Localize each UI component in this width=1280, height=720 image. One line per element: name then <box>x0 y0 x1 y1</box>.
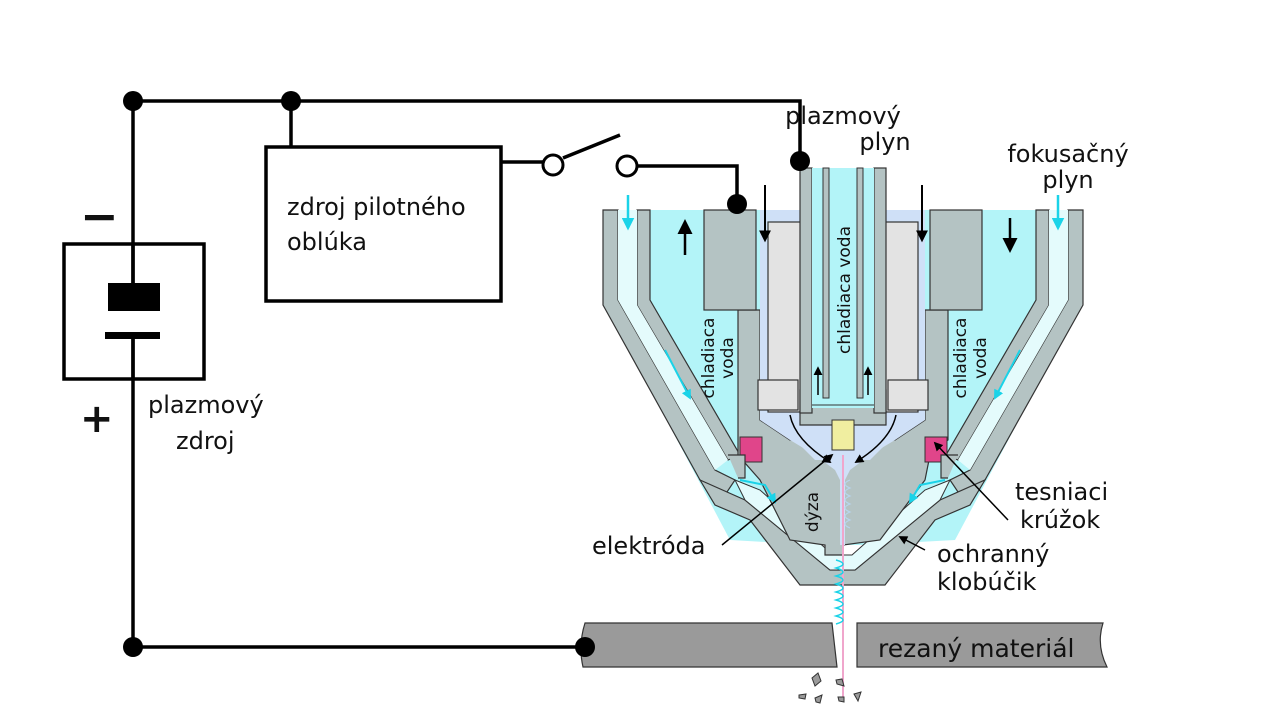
plus-sign: + <box>80 396 114 442</box>
pilot-source-label-2: oblúka <box>287 228 367 256</box>
switch-contact-left <box>541 153 565 177</box>
seal-ring-label-2: krúžok <box>1020 506 1100 534</box>
seal-ring-label-1: tesniaci <box>1015 478 1108 506</box>
torch-body <box>602 167 1084 700</box>
cooling-water-right-label-2: voda <box>971 337 991 379</box>
power-source-label-2: zdroj <box>176 427 235 455</box>
power-source-label-1: plazmový <box>148 391 264 419</box>
focus-gas-label-2: plyn <box>1042 166 1093 194</box>
cooling-water-right-label-1: chladiaca <box>951 318 971 399</box>
electrode-tip <box>831 419 855 451</box>
cooling-water-left-label-1: chladiaca <box>699 318 719 399</box>
battery-positive-plate <box>105 332 160 339</box>
workpiece-left <box>580 622 838 668</box>
pilot-source-label-1: zdroj pilotného <box>287 193 466 221</box>
wire-to-nozzle <box>638 164 739 204</box>
junction-dot <box>575 637 595 657</box>
slag-particles <box>798 672 862 704</box>
cooling-water-center-label: chladiaca voda <box>835 226 855 354</box>
cooling-water-left-label-2: voda <box>718 337 738 379</box>
plasma-gas-label-2: plyn <box>859 128 910 156</box>
electrode-pointer <box>721 453 834 546</box>
workpiece-right <box>856 622 1108 668</box>
nozzle-label: dýza <box>803 492 823 532</box>
upper-block-right <box>929 209 983 311</box>
upper-block-left <box>703 209 757 311</box>
electrode-tube-outer-right <box>873 167 887 414</box>
junction-dot <box>123 637 143 657</box>
focus-gas-label-1: fokusačný <box>1007 140 1128 168</box>
junction-dot <box>123 91 143 111</box>
switch-contact-right <box>615 154 639 178</box>
electrode-label: elektróda <box>592 532 705 560</box>
wire-switch-lever <box>562 133 621 160</box>
junction-dot <box>727 194 747 214</box>
plasma-gas-label-1: plazmový <box>785 102 901 130</box>
junction-dot <box>281 91 301 111</box>
junction-dot <box>790 151 810 171</box>
shield-cap-pointer <box>898 536 926 551</box>
electrode-tube-outer-left <box>799 167 813 414</box>
wire-top <box>133 99 802 160</box>
swirl-gas <box>833 559 844 625</box>
shield-cap-label-2: klobúčik <box>937 568 1037 596</box>
minus-sign: − <box>80 189 119 243</box>
seal-ring-pointer <box>933 441 1009 521</box>
pilot-arc-source-box <box>264 145 503 303</box>
workpiece-label: rezaný materiál <box>878 634 1074 663</box>
battery-negative-plate <box>108 283 160 311</box>
shield-cap-label-1: ochranný <box>937 540 1049 568</box>
